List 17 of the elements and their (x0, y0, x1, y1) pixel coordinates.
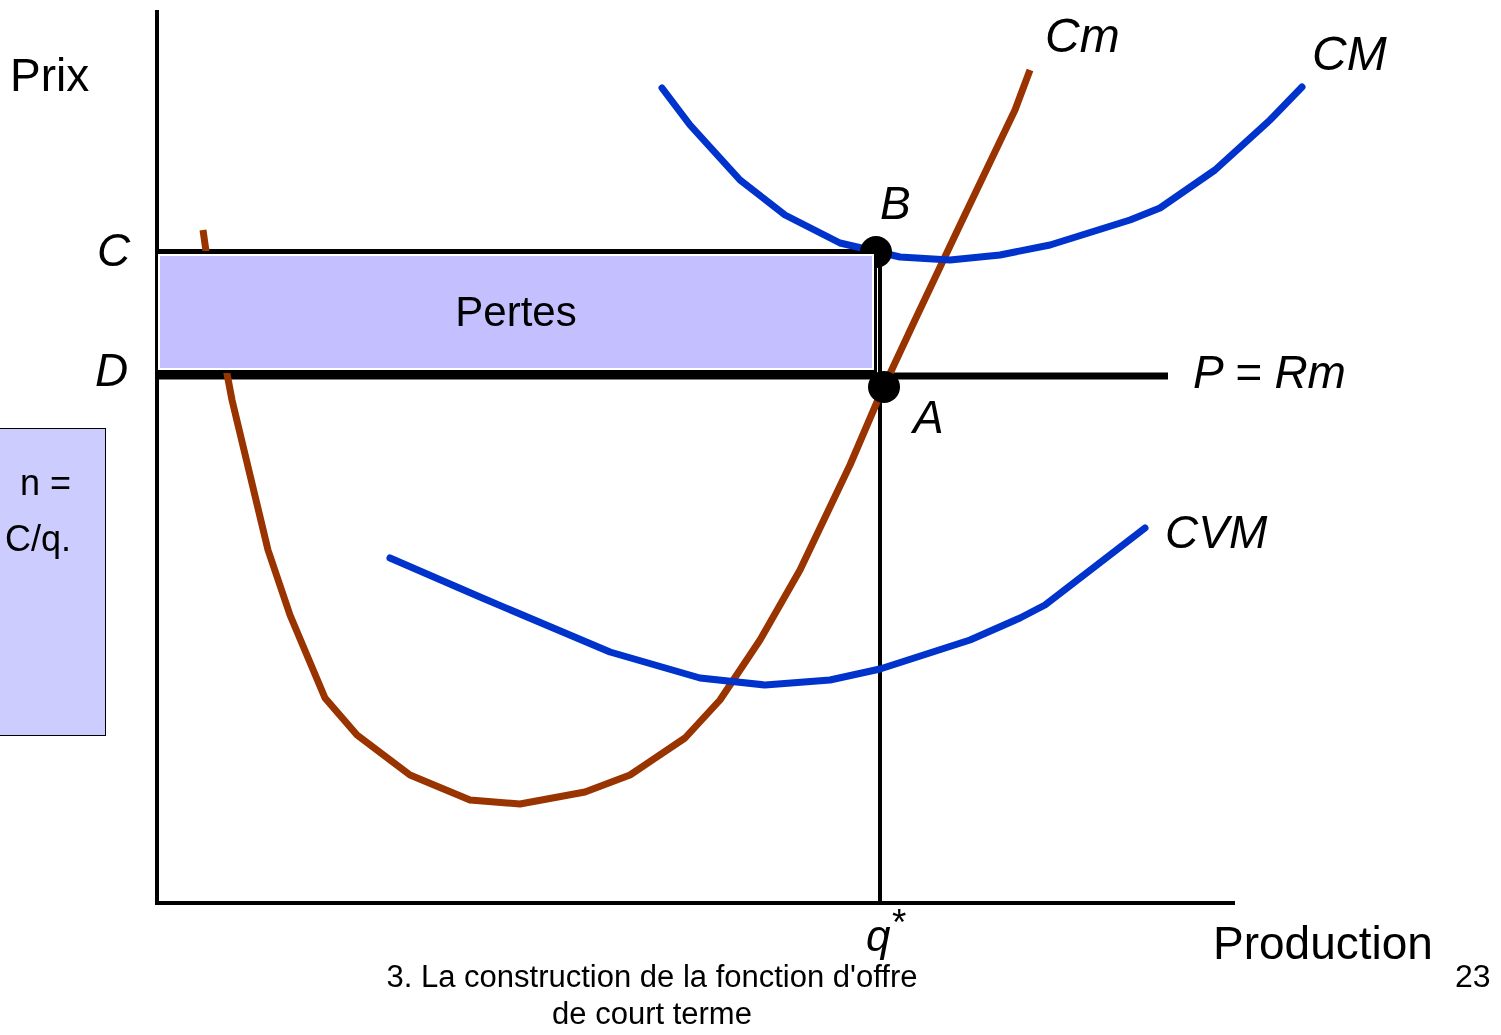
axis-label: Prix (10, 52, 90, 98)
axis-label: Production (1213, 920, 1433, 966)
caption: 3. La construction de la fonction d'offre de court terme (385, 959, 919, 1033)
axis-label: q$^{*}$ (866, 905, 905, 958)
axis-label: D (95, 347, 129, 393)
loss-area (158, 254, 874, 370)
note-text: n = C/q. (3, 461, 71, 561)
axis-label: CM (1312, 30, 1387, 78)
area-label: Pertes (455, 287, 577, 338)
axis-label: C (97, 227, 131, 273)
axis-label: A (913, 394, 944, 440)
axis-label: Cm (1045, 12, 1120, 60)
axis-label: 23 (1455, 960, 1491, 992)
note-box (0, 428, 106, 736)
axis-label: B (880, 180, 911, 226)
axis-label: P = Rm (1193, 349, 1346, 395)
axis-label: CVM (1165, 509, 1268, 555)
